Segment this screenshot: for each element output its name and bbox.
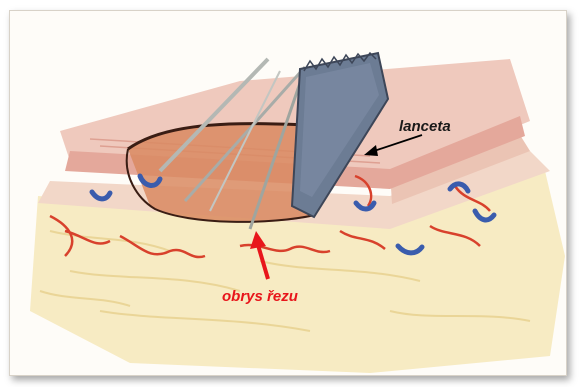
lanceta-label: lanceta bbox=[399, 118, 451, 135]
incision-outline-label: obrys řezu bbox=[222, 288, 298, 305]
skin-diagram: lanceta obrys řezu bbox=[9, 10, 567, 376]
incision-region bbox=[127, 124, 316, 223]
skin-cross-section-illustration bbox=[10, 11, 566, 375]
